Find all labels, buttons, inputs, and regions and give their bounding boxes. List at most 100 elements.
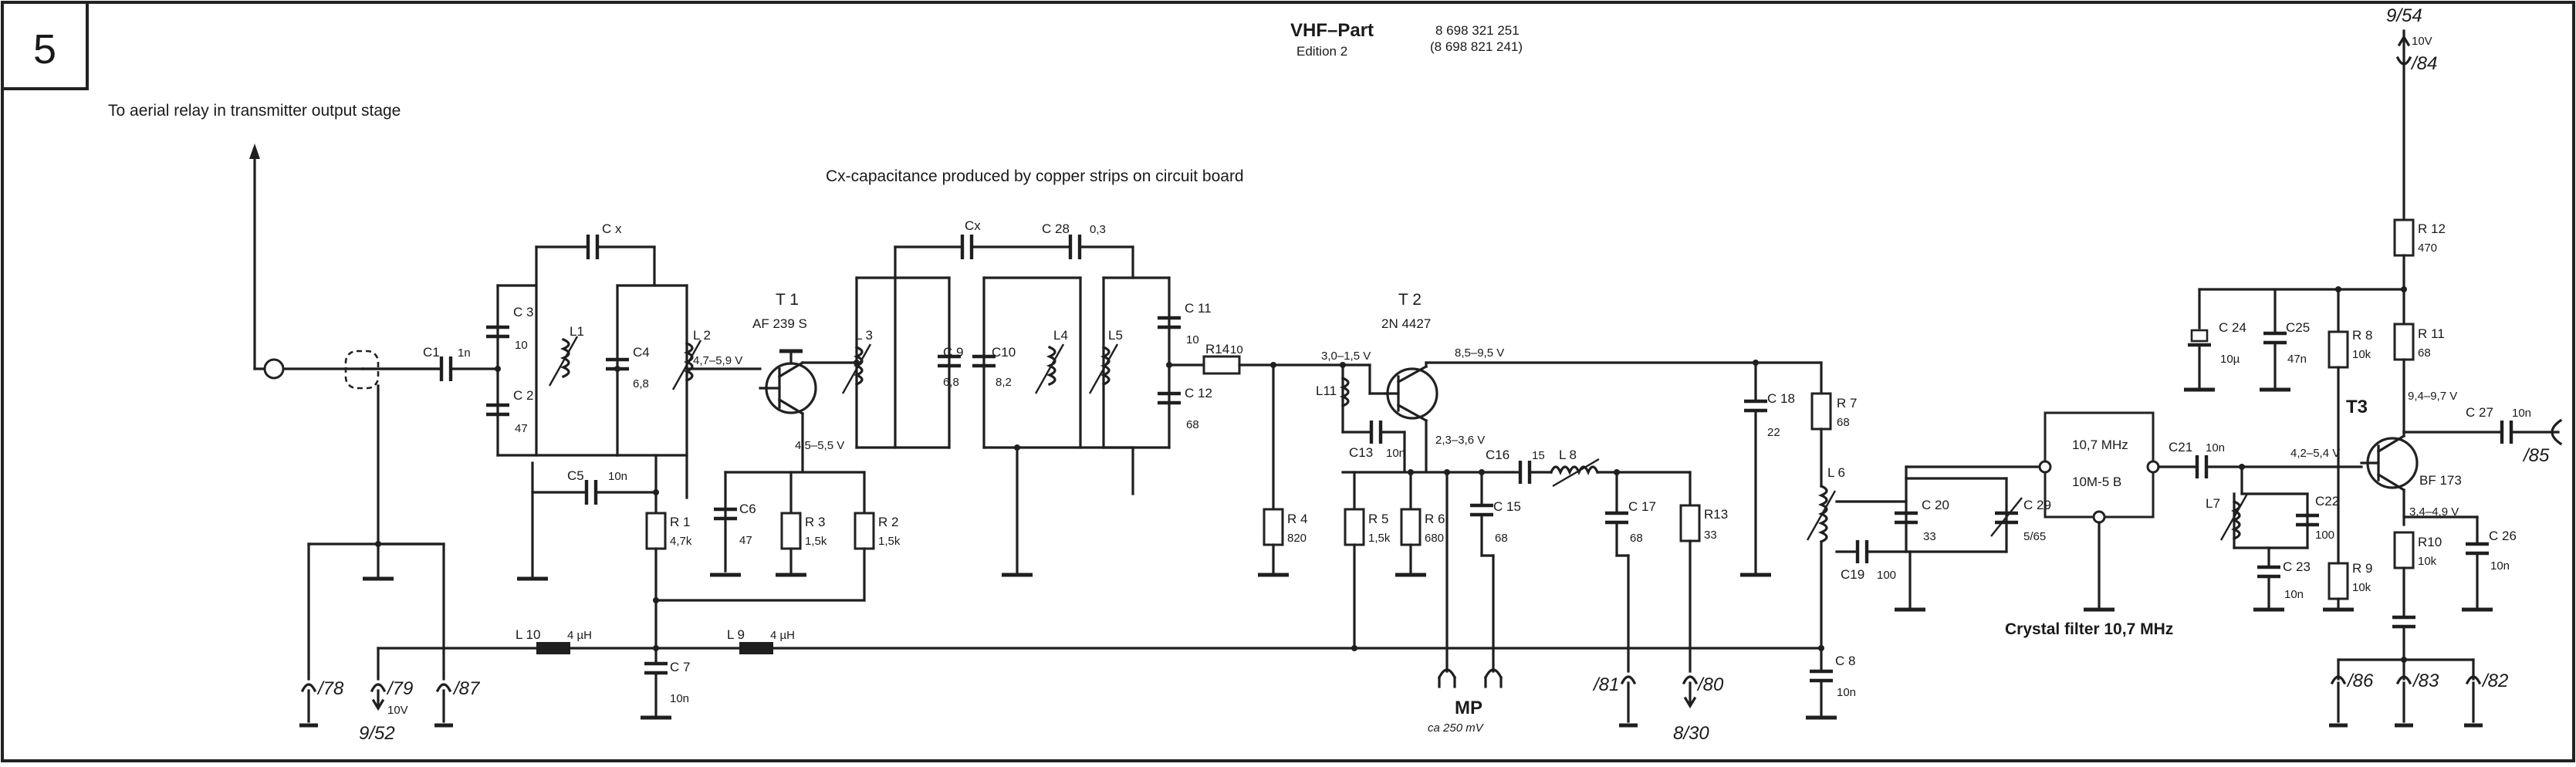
label-c13-value: 10n	[1386, 447, 1405, 460]
label-l7: L7	[2206, 496, 2220, 511]
terminal-186: /86	[2346, 671, 2374, 691]
label-c11: C 11	[1185, 301, 1212, 316]
label-r5-value: 1,5k	[1368, 532, 1391, 545]
terminal-183: /83	[2412, 671, 2439, 691]
terminal-181: /81	[1592, 674, 1619, 695]
label-r13-value: 33	[1704, 529, 1717, 542]
label-l10: L 10	[516, 627, 540, 642]
v-t2-base: 3,0–1,5 V	[1321, 350, 1371, 363]
label-c4: C4	[633, 345, 650, 360]
label-c7-value: 10n	[670, 692, 689, 705]
mp-label: MP	[1455, 698, 1482, 718]
label-cx-1: C x	[602, 221, 622, 236]
label-l1: L1	[570, 324, 584, 339]
title-name: VHF–Part	[1290, 20, 1374, 41]
label-c11-value: 10	[1186, 333, 1199, 346]
terminal-179-voltage: 10V	[387, 704, 408, 717]
terminal-labels: /78 /79 10V 9/52 /87 /81 /80 8/30 /86 /8…	[316, 5, 2550, 744]
label-c10: C10	[992, 345, 1016, 360]
t2-ref: T 2	[1398, 291, 1422, 309]
label-c28-value: 0,3	[1090, 223, 1106, 236]
label-r10-value: 10k	[2418, 555, 2437, 568]
label-l4: L4	[1053, 328, 1068, 343]
label-r10: R10	[2418, 535, 2442, 549]
label-c29: C 29	[2023, 498, 2051, 512]
main-wiring	[307, 29, 2563, 720]
label-c2: C 2	[513, 388, 533, 403]
label-c16: C16	[1486, 448, 1509, 462]
label-r13: R13	[1704, 507, 1728, 522]
label-c2-value: 47	[515, 422, 528, 435]
label-l3: L 3	[855, 328, 873, 343]
label-c5-value: 10n	[608, 470, 627, 483]
mp-value: ca 250 mV	[1428, 721, 1485, 735]
label-c27-value: 10n	[2512, 407, 2531, 420]
label-c5: C5	[567, 468, 584, 483]
label-l8: L 8	[1559, 448, 1577, 462]
label-r12-value: 470	[2418, 242, 2437, 255]
t1-ref: T 1	[776, 291, 799, 309]
label-c15: C 15	[1493, 499, 1521, 514]
label-r3: R 3	[805, 515, 825, 529]
label-c17-value: 68	[1630, 532, 1643, 545]
label-c6: C6	[739, 502, 756, 516]
measure-point: MP ca 250 mV	[1428, 698, 1485, 735]
label-r6-value: 680	[1425, 532, 1444, 545]
label-c26-value: 10n	[2490, 559, 2510, 573]
terminal-178: /78	[316, 678, 344, 699]
label-l11: L11	[1316, 384, 1337, 398]
label-c1-value: 1n	[458, 346, 471, 360]
title-edition: Edition 2	[1296, 44, 1347, 59]
label-c25: C25	[2286, 320, 2310, 335]
label-c12: C 12	[1185, 386, 1212, 400]
label-c29-value: 5/65	[2023, 530, 2046, 543]
label-l6: L 6	[1827, 465, 1845, 480]
label-c17: C 17	[1628, 499, 1656, 514]
label-l2: L 2	[693, 328, 711, 343]
label-c21-value: 10n	[2206, 441, 2225, 454]
label-c23-value: 10n	[2284, 588, 2304, 601]
junction-dots	[375, 286, 2407, 663]
label-c9: C 9	[943, 345, 963, 360]
label-c20: C 20	[1922, 498, 1949, 512]
label-r1-value: 4,7k	[670, 535, 692, 548]
label-c27: C 27	[2466, 405, 2493, 420]
terminal-184: /84	[2410, 53, 2437, 74]
cx-note: Cx-capacitance produced by copper strips…	[826, 167, 1244, 185]
terminal-179-sheet: 9/52	[359, 723, 395, 744]
label-r7-value: 68	[1837, 416, 1850, 429]
page-number: 5	[33, 26, 56, 73]
label-r11-value: 68	[2418, 346, 2431, 360]
label-c3-value: 10	[515, 339, 528, 352]
part-number-2: (8 698 821 241)	[1430, 39, 1523, 54]
crystal-filter-freq: 10,7 MHz	[2072, 438, 2128, 452]
t1-type: AF 239 S	[752, 316, 807, 331]
label-r9-value: 10k	[2352, 581, 2371, 594]
v-t2-emitter: 2,3–3,6 V	[1435, 434, 1485, 447]
terminal-top-voltage: 10V	[2412, 35, 2432, 48]
t2-type: 2N 4427	[1381, 316, 1431, 331]
label-r14-value: 10	[1230, 343, 1243, 356]
coils	[548, 336, 1350, 408]
label-c22: C22	[2315, 494, 2339, 509]
label-c24: C 24	[2219, 320, 2246, 335]
label-c18-value: 22	[1767, 426, 1780, 439]
v-t2-collector: 8,5–9,5 V	[1455, 346, 1504, 360]
label-c24-value: 10µ	[2220, 353, 2240, 366]
transistor-labels: T 1 AF 239 S T 2 2N 4427 T3 BF 173	[752, 291, 2462, 488]
page-number-box	[1, 1, 89, 90]
crystal-filter-type: 10M-5 B	[2072, 475, 2121, 489]
label-r6: R 6	[1425, 512, 1445, 526]
label-r1: R 1	[670, 515, 690, 529]
label-r4-value: 820	[1287, 532, 1307, 545]
t3-ref: T3	[2346, 397, 2368, 417]
label-cx-2: Cx	[965, 218, 981, 233]
label-c10-value: 8,2	[996, 376, 1012, 389]
label-r2: R 2	[878, 515, 898, 529]
label-l9-value: 4 µH	[770, 629, 795, 642]
label-r8: R 8	[2352, 328, 2372, 343]
label-c16-value: 15	[1532, 449, 1545, 462]
